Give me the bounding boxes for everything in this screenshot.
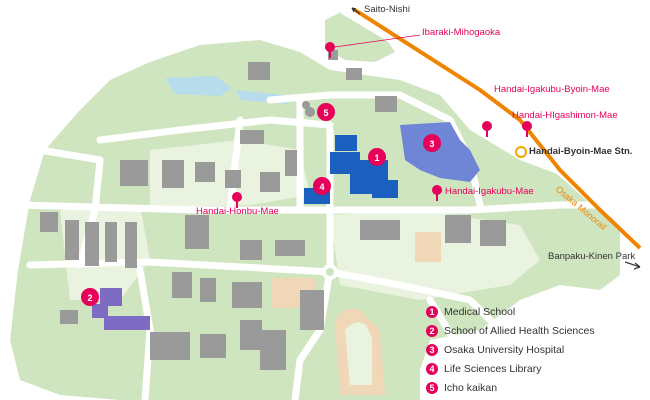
medical-school-buildings [330, 135, 398, 198]
legend-item: 1 Medical School [426, 302, 646, 321]
legend-label: School of Allied Health Sciences [444, 324, 595, 337]
legend-item: 5 Icho kaikan [426, 378, 646, 397]
map-marker-1: 1 [368, 148, 386, 166]
legend-item: 3 Osaka University Hospital [426, 340, 646, 359]
handai-higashimon-mae-label: Handai-HIgashimon-Mae [512, 110, 618, 121]
arrow-icon [624, 261, 641, 270]
track-infield [345, 322, 372, 385]
svg-text:3: 3 [429, 139, 434, 149]
monorail-line [353, 8, 642, 250]
ibaraki-leader-line [334, 34, 421, 48]
svg-text:1: 1 [374, 153, 379, 163]
handai-igakubu-mae-label: Handai-Igakubu-Mae [445, 186, 534, 197]
sports-field-north [415, 232, 441, 262]
legend-number: 3 [426, 343, 438, 356]
legend-label: Medical School [444, 305, 516, 318]
svg-text:4: 4 [319, 182, 324, 192]
svg-text:5: 5 [323, 108, 328, 118]
legend-label: Icho kaikan [444, 381, 498, 394]
ibaraki-mihogaoka-label: Ibaraki-Mihogaoka [422, 27, 501, 38]
map-marker-4: 4 [313, 177, 331, 195]
legend-number: 5 [426, 381, 438, 394]
map-marker-2: 2 [81, 288, 99, 306]
icho-kaikan-building [302, 101, 315, 117]
banpaku-kinen-park-label: Banpaku-Kinen Park [548, 251, 636, 262]
legend-label: Osaka University Hospital [444, 343, 565, 356]
saito-nishi-label: Saito-Nishi [364, 4, 410, 15]
handai-honbu-mae-label: Handai-Honbu-Mae [196, 206, 279, 217]
hospital-buildings [400, 122, 480, 182]
legend-number: 1 [426, 305, 438, 318]
legend-item: 2 School of Allied Health Sciences [426, 321, 646, 340]
map-legend: 1 Medical School 2 School of Allied Heal… [426, 302, 646, 397]
handai-igakubu-byoin-mae-label: Handai-Igakubu-Byoin-Mae [494, 84, 610, 95]
legend-item: 4 Life Sciences Library [426, 359, 646, 378]
bus-stop-pin-icon [232, 42, 532, 208]
map-marker-5: 5 [317, 103, 335, 121]
legend-label: Life Sciences Library [444, 362, 542, 375]
map-marker-3: 3 [423, 134, 441, 152]
monorail-station-icon [515, 146, 527, 158]
legend-number: 4 [426, 362, 438, 375]
svg-text:2: 2 [87, 293, 92, 303]
buildings [40, 50, 506, 370]
allied-health-buildings [92, 288, 150, 330]
fields [272, 232, 441, 395]
handai-byoin-mae-stn-label: Handai-Byoin-Mae Stn. [529, 146, 633, 157]
legend-number: 2 [426, 324, 438, 337]
arrow-icon [351, 7, 361, 15]
roundabout [322, 264, 338, 280]
